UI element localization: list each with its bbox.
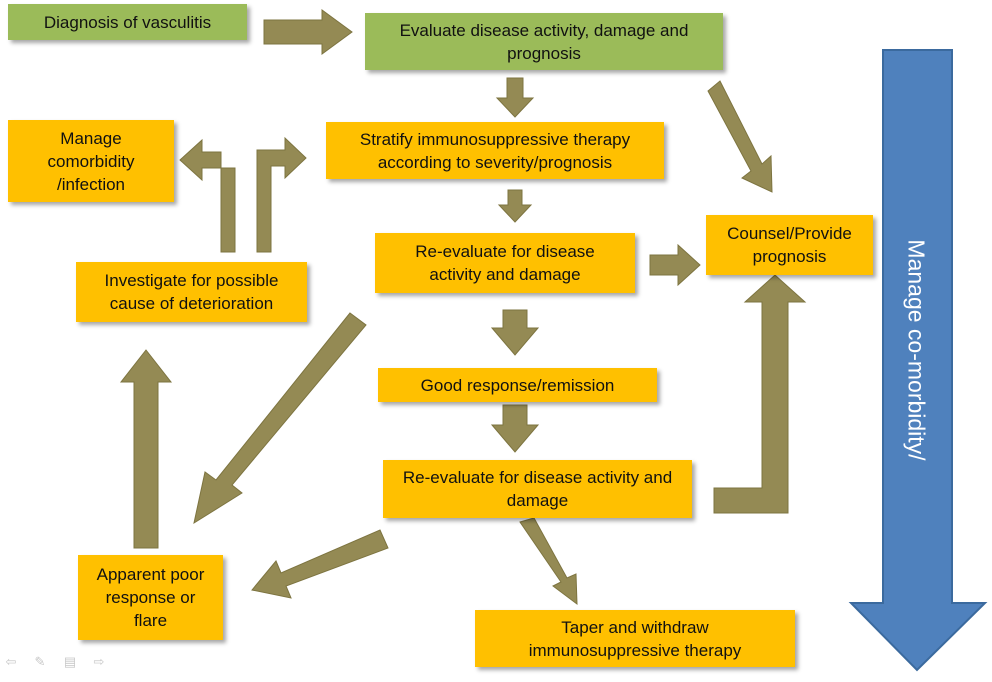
menu-icon[interactable]: ▤ xyxy=(63,654,77,669)
poor-response-box: Apparent poor response or flare xyxy=(78,555,223,640)
investigate-label: Investigate for possible cause of deteri… xyxy=(104,271,279,313)
reevaluate-label-2: Re-evaluate for disease activity and dam… xyxy=(402,468,673,510)
arrow-reevaluate2-to-taper xyxy=(519,517,578,606)
arrow-investigate-to-comorbidity xyxy=(179,138,236,253)
arrow-poor-response-to-investigate xyxy=(119,349,173,549)
taper-label: Taper and withdraw immunosuppressive the… xyxy=(528,617,742,660)
arrow-reevaluate2-to-counsel xyxy=(713,274,807,514)
diagnosis-label: Diagnosis of vasculitis xyxy=(43,12,212,32)
manage-comorbidity-label: Manage comorbidity /infection xyxy=(47,128,135,194)
good-response-label: Good response/remission xyxy=(420,375,615,395)
prev-icon[interactable]: ⇦ xyxy=(5,654,17,669)
diagnosis-box: Diagnosis of vasculitis xyxy=(8,4,247,40)
arrow-evaluate-to-counsel xyxy=(707,80,773,193)
evaluate-label: Evaluate disease activity, damage and pr… xyxy=(399,20,689,63)
investigate-box: Investigate for possible cause of deteri… xyxy=(76,262,307,322)
next-icon[interactable]: ⇨ xyxy=(93,654,105,669)
arrow-reevaluate2-to-poor-response xyxy=(251,529,389,599)
good-response-box: Good response/remission xyxy=(378,368,657,402)
arrow-reevaluate-to-counsel xyxy=(649,243,701,287)
reevaluate-label-1: Re-evaluate for disease activity and dam… xyxy=(415,242,595,284)
manage-comorbidity-arrow xyxy=(848,49,988,672)
arrow-evaluate-to-stratify xyxy=(495,77,535,118)
arrow-stratify-to-reevaluate xyxy=(497,189,533,223)
evaluate-box: Evaluate disease activity, damage and pr… xyxy=(365,13,723,70)
stratify-box: Stratify immunosuppressive therapy accor… xyxy=(326,122,664,179)
stratify-label: Stratify immunosuppressive therapy accor… xyxy=(359,129,631,172)
counsel-label: Counsel/Provide prognosis xyxy=(727,224,852,266)
reevaluate-box-2: Re-evaluate for disease activity and dam… xyxy=(383,460,692,518)
side-arrow-label: Manage co-morbidity/ xyxy=(903,239,930,461)
arrow-diagnosis-to-evaluate xyxy=(263,9,353,55)
manage-comorbidity-box: Manage comorbidity /infection xyxy=(8,120,174,202)
counsel-box: Counsel/Provide prognosis xyxy=(706,215,873,275)
pen-icon[interactable]: ✎ xyxy=(34,654,46,669)
arrow-reevaluate-to-good-response xyxy=(490,309,540,356)
arrow-investigate-to-poor-response xyxy=(193,312,367,525)
arrow-good-response-to-reevaluate xyxy=(490,404,540,453)
reevaluate-box-1: Re-evaluate for disease activity and dam… xyxy=(375,233,635,293)
taper-box: Taper and withdraw immunosuppressive the… xyxy=(475,610,795,667)
arrow-investigate-to-stratify xyxy=(256,136,307,253)
poor-response-label: Apparent poor response or flare xyxy=(96,565,205,630)
